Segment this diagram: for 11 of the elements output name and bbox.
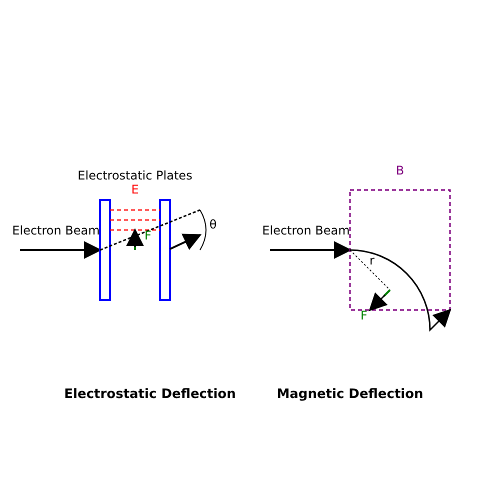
beam-label: Electron Beam xyxy=(12,224,100,238)
force-label: F xyxy=(360,309,368,323)
angle-label: θ xyxy=(209,218,217,232)
panel-title: Magnetic Deflection xyxy=(276,388,424,402)
beam-label: Electron Beam xyxy=(262,224,350,238)
force-label: F xyxy=(144,229,152,243)
field-label: B xyxy=(396,164,404,178)
panel-title: Electrostatic Deflection xyxy=(64,388,236,402)
plates-label: Electrostatic Plates xyxy=(78,169,192,183)
field-label: E xyxy=(131,183,139,197)
radius-label: r xyxy=(370,254,374,268)
